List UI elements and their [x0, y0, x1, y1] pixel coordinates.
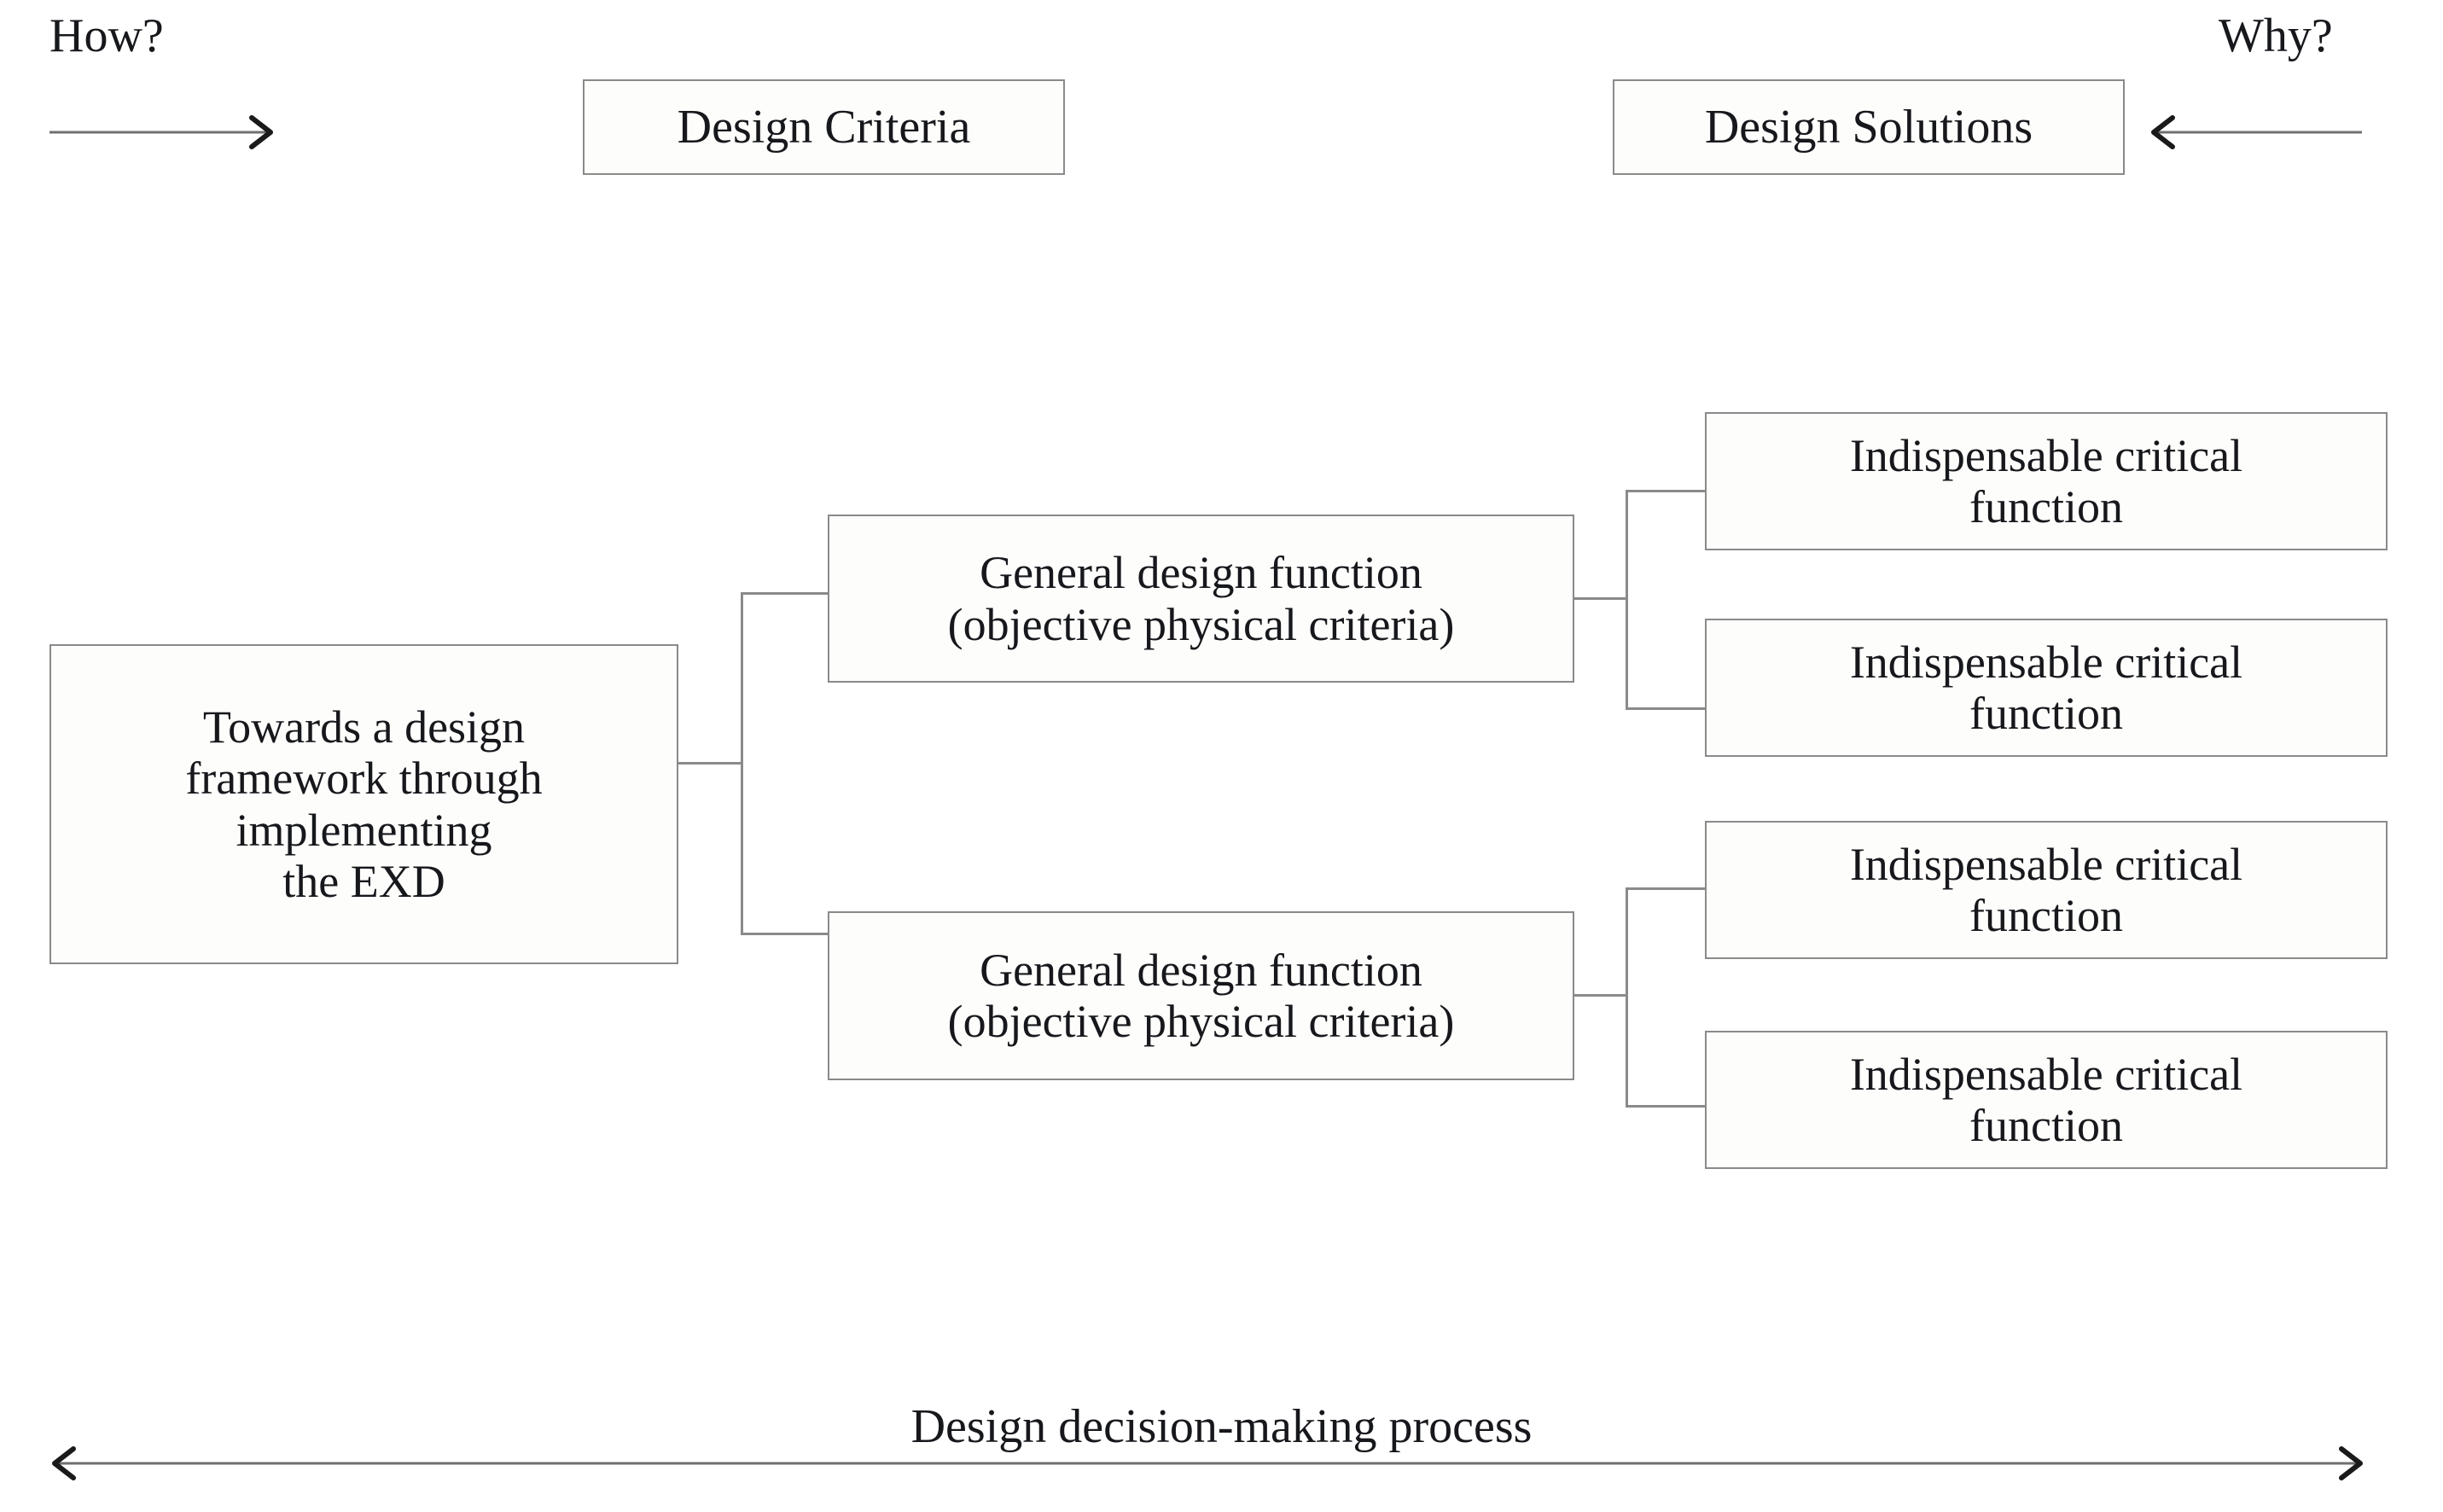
leaf-node-box-3[interactable]: Indispensable critical function — [1705, 821, 2388, 959]
root-node-line-4: the EXD — [282, 855, 445, 907]
leaf-2-line-1: Indispensable critical — [1849, 636, 2243, 688]
leaf-4-line-2: function — [1969, 1100, 2123, 1151]
root-node-box[interactable]: Towards a design framework through imple… — [49, 644, 678, 964]
leaf-3-line-2: function — [1969, 890, 2123, 941]
connector-branch-1-to-leaf-2 — [1626, 707, 1707, 710]
root-node-line-1: Towards a design — [202, 701, 526, 753]
connector-branch-2-to-leaf-4 — [1626, 1105, 1707, 1108]
connector-root-spine — [741, 592, 743, 933]
root-node-line-2: framework through — [185, 753, 543, 805]
connector-root-to-branch-1 — [741, 592, 829, 595]
branch-node-box-2[interactable]: General design function (objective physi… — [828, 911, 1574, 1080]
root-node-line-3: implementing — [236, 804, 492, 856]
leaf-node-label-4: Indispensable critical function — [1707, 1049, 2386, 1152]
leaf-node-box-1[interactable]: Indispensable critical function — [1705, 412, 2388, 550]
root-node-label: Towards a design framework through imple… — [51, 701, 677, 908]
branch-1-line-2: (objective physical criteria) — [947, 598, 1455, 650]
leaf-node-label-2: Indispensable critical function — [1707, 637, 2386, 740]
branch-1-line-1: General design function — [980, 547, 1422, 599]
branch-node-label-1: General design function (objective physi… — [829, 547, 1573, 650]
connector-branch-1-stub — [1574, 597, 1627, 600]
connector-branch-1-spine — [1626, 490, 1628, 707]
design-criteria-label: Design Criteria — [677, 100, 971, 154]
branch-2-line-2: (objective physical criteria) — [947, 996, 1455, 1047]
leaf-3-line-1: Indispensable critical — [1849, 838, 2243, 890]
leaf-4-line-1: Indispensable critical — [1849, 1048, 2243, 1100]
leaf-node-box-2[interactable]: Indispensable critical function — [1705, 619, 2388, 757]
connector-branch-2-spine — [1626, 887, 1628, 1105]
leaf-node-box-4[interactable]: Indispensable critical function — [1705, 1031, 2388, 1169]
branch-node-label-2: General design function (objective physi… — [829, 945, 1573, 1048]
branch-2-line-1: General design function — [980, 944, 1422, 996]
design-solutions-label: Design Solutions — [1704, 100, 2033, 154]
leaf-1-line-2: function — [1969, 481, 2123, 532]
connector-branch-1-to-leaf-1 — [1626, 490, 1707, 492]
how-arrow-icon — [49, 115, 273, 149]
leaf-2-line-2: function — [1969, 688, 2123, 739]
design-criteria-box[interactable]: Design Criteria — [583, 79, 1065, 175]
process-double-arrow-icon — [52, 1446, 2363, 1480]
branch-node-box-1[interactable]: General design function (objective physi… — [828, 515, 1574, 683]
leaf-1-line-1: Indispensable critical — [1849, 429, 2243, 481]
leaf-node-label-1: Indispensable critical function — [1707, 430, 2386, 533]
why-question-label: Why? — [2219, 9, 2333, 62]
process-caption: Design decision-making process — [910, 1400, 1533, 1453]
leaf-node-label-3: Indispensable critical function — [1707, 839, 2386, 942]
connector-branch-2-stub — [1574, 994, 1627, 997]
design-solutions-box[interactable]: Design Solutions — [1613, 79, 2125, 175]
connector-branch-2-to-leaf-3 — [1626, 887, 1707, 890]
connector-root-to-branch-2 — [741, 933, 829, 935]
how-question-label: How? — [49, 9, 164, 62]
connector-root-stub — [678, 762, 742, 765]
why-arrow-icon — [2151, 115, 2362, 149]
